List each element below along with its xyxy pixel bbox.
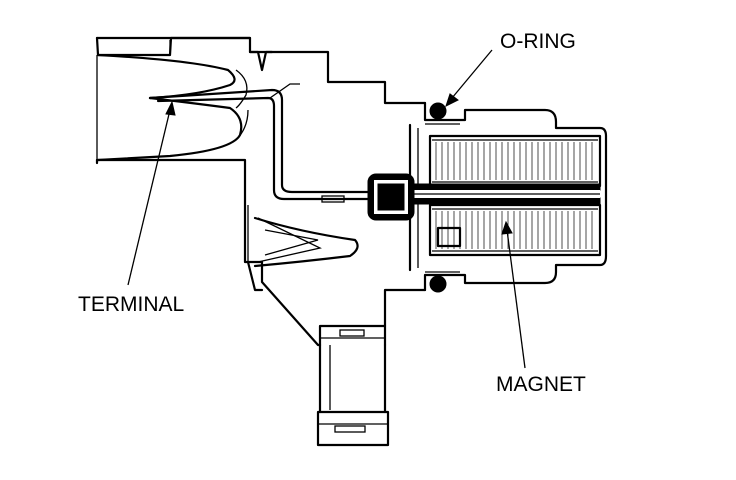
connector-cavity [96, 53, 249, 162]
o-ring [429, 102, 447, 293]
terminal-wire [148, 83, 374, 203]
terminal-label: TERMINAL [78, 293, 184, 316]
magnet-label: MAGNET [496, 373, 586, 396]
sensor-housing [95, 36, 427, 347]
magnet-assembly [367, 134, 602, 257]
o-ring-label: O-RING [500, 30, 576, 53]
sensor-stem [316, 324, 390, 447]
lower-cavity [253, 216, 359, 268]
callout-leaders [127, 49, 526, 369]
